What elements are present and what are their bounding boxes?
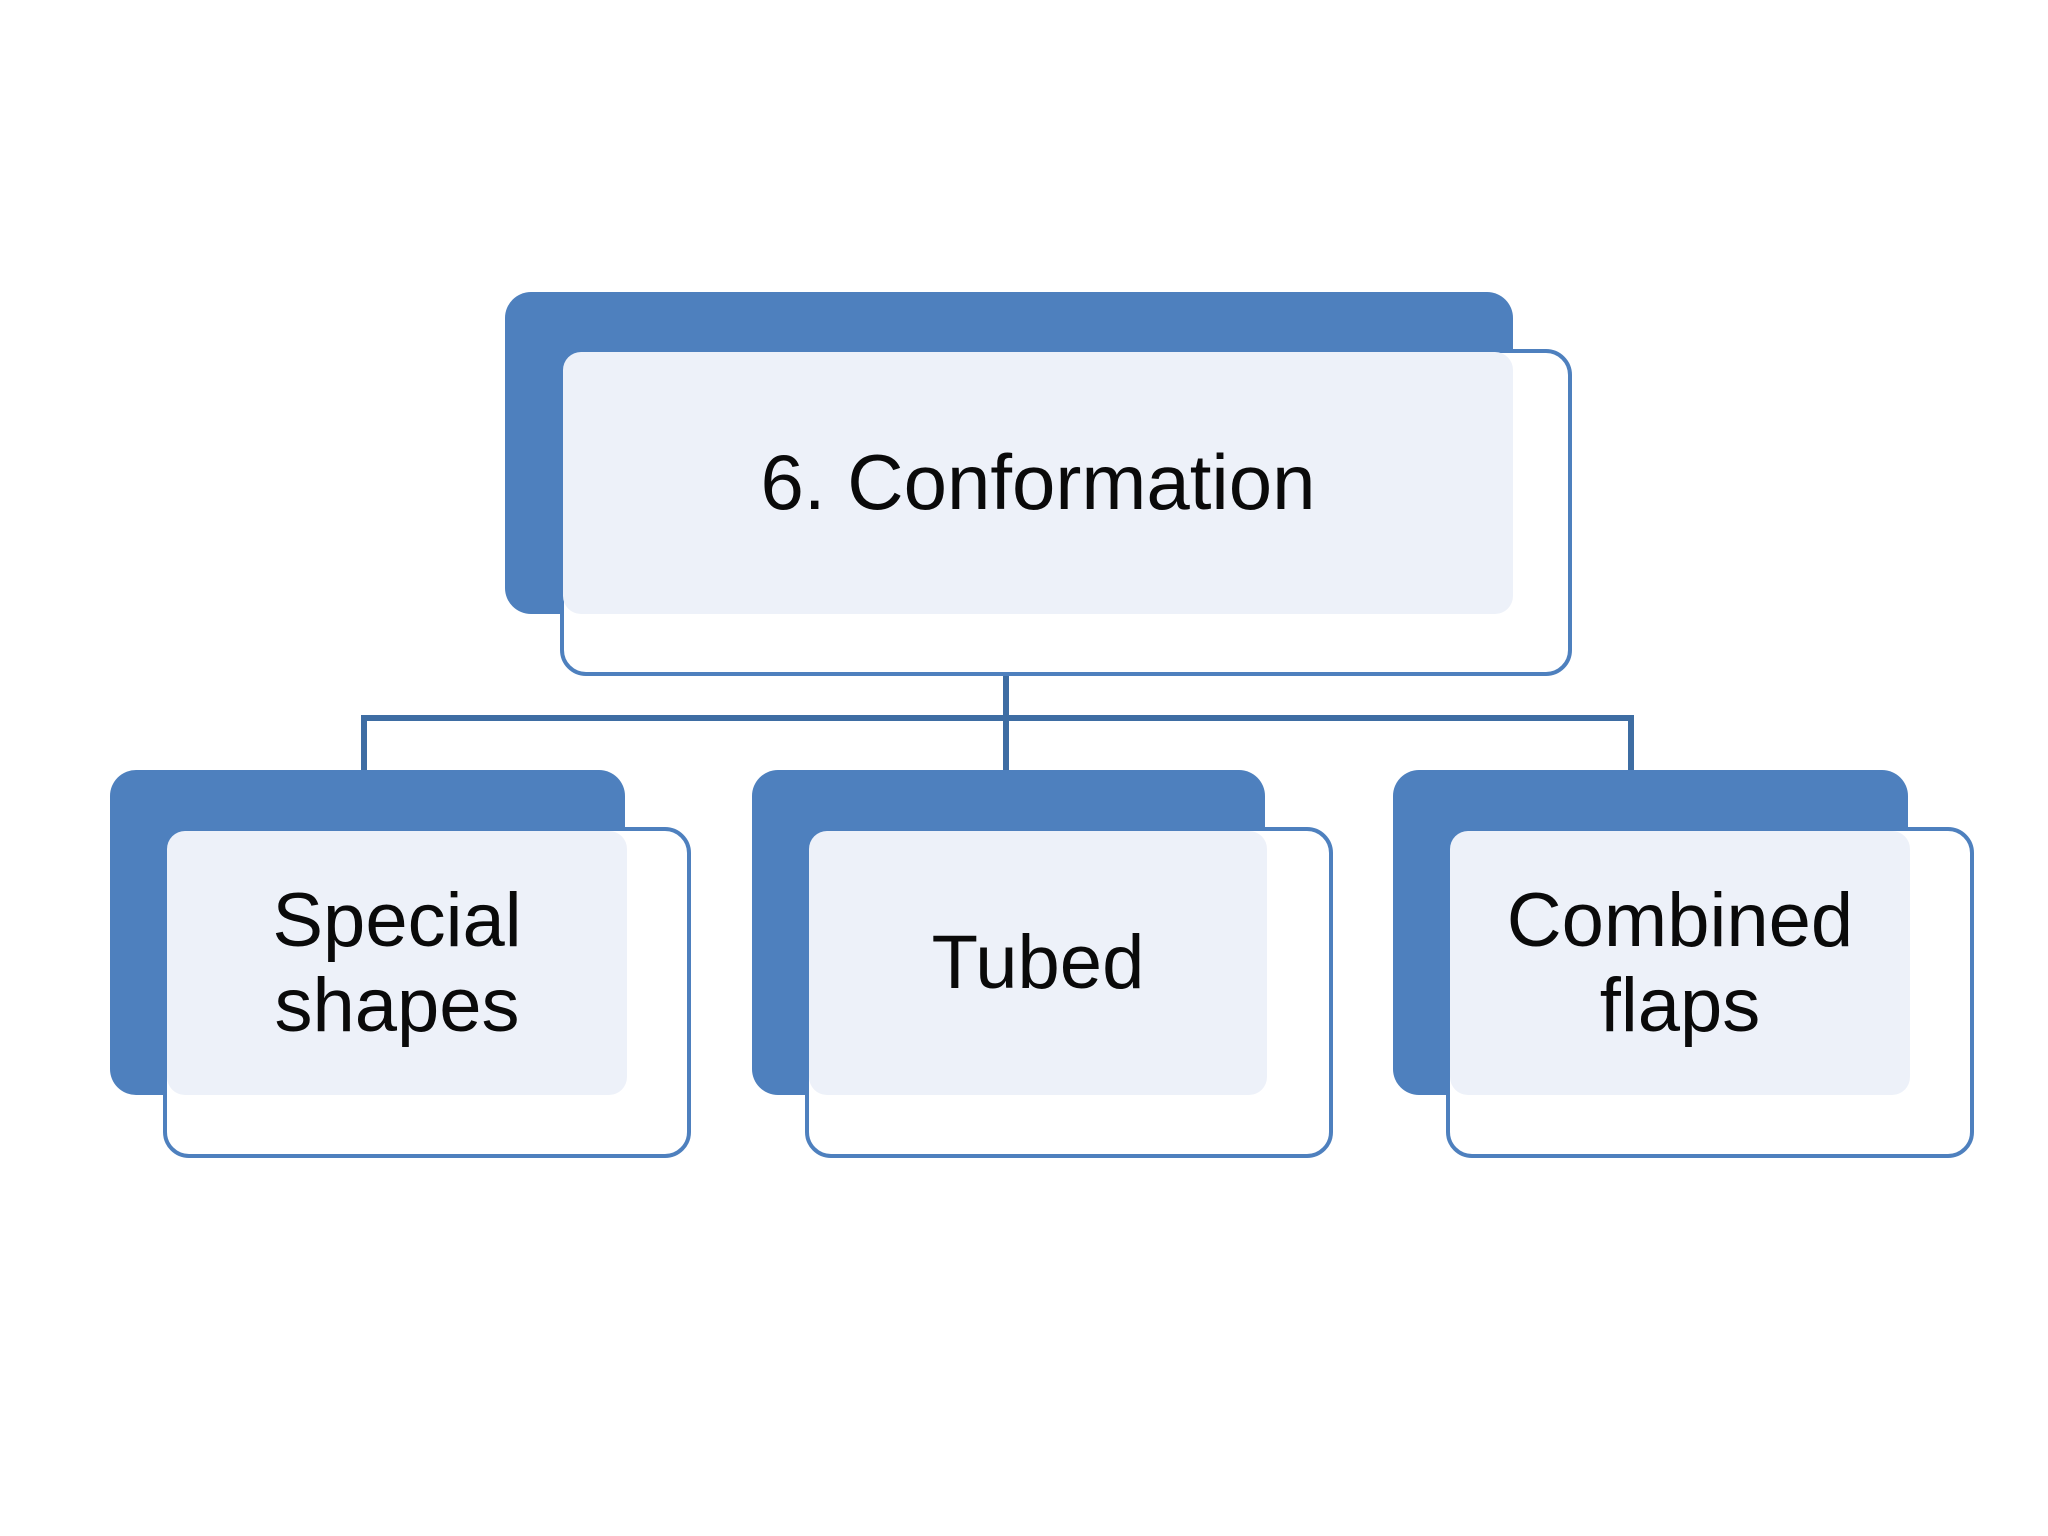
node-root-fill-panel: 6. Conformation: [563, 352, 1513, 614]
connector-branch-right: [1628, 715, 1634, 770]
connector-branch-middle: [1003, 715, 1009, 770]
node-tubed-label: Tubed: [931, 920, 1145, 1006]
node-combined-flaps-fill-panel: Combined flaps: [1450, 831, 1910, 1095]
node-special-shapes[interactable]: Special shapes: [0, 0, 2048, 1200]
connector-horizontal-bus: [361, 715, 1634, 721]
node-tubed[interactable]: Tubed: [0, 0, 2048, 1200]
connector-branch-left: [361, 715, 367, 770]
node-special-shapes-fill-panel: Special shapes: [167, 831, 627, 1095]
connector-root-stem: [1003, 676, 1009, 721]
node-special-shapes-label: Special shapes: [272, 877, 522, 1048]
node-combined-flaps[interactable]: Combined flaps: [0, 0, 2048, 1200]
node-combined-flaps-label: Combined flaps: [1506, 877, 1854, 1048]
node-tubed-fill-panel: Tubed: [809, 831, 1267, 1095]
node-root[interactable]: 6. Conformation: [0, 0, 2048, 720]
node-root-label: 6. Conformation: [760, 438, 1316, 527]
